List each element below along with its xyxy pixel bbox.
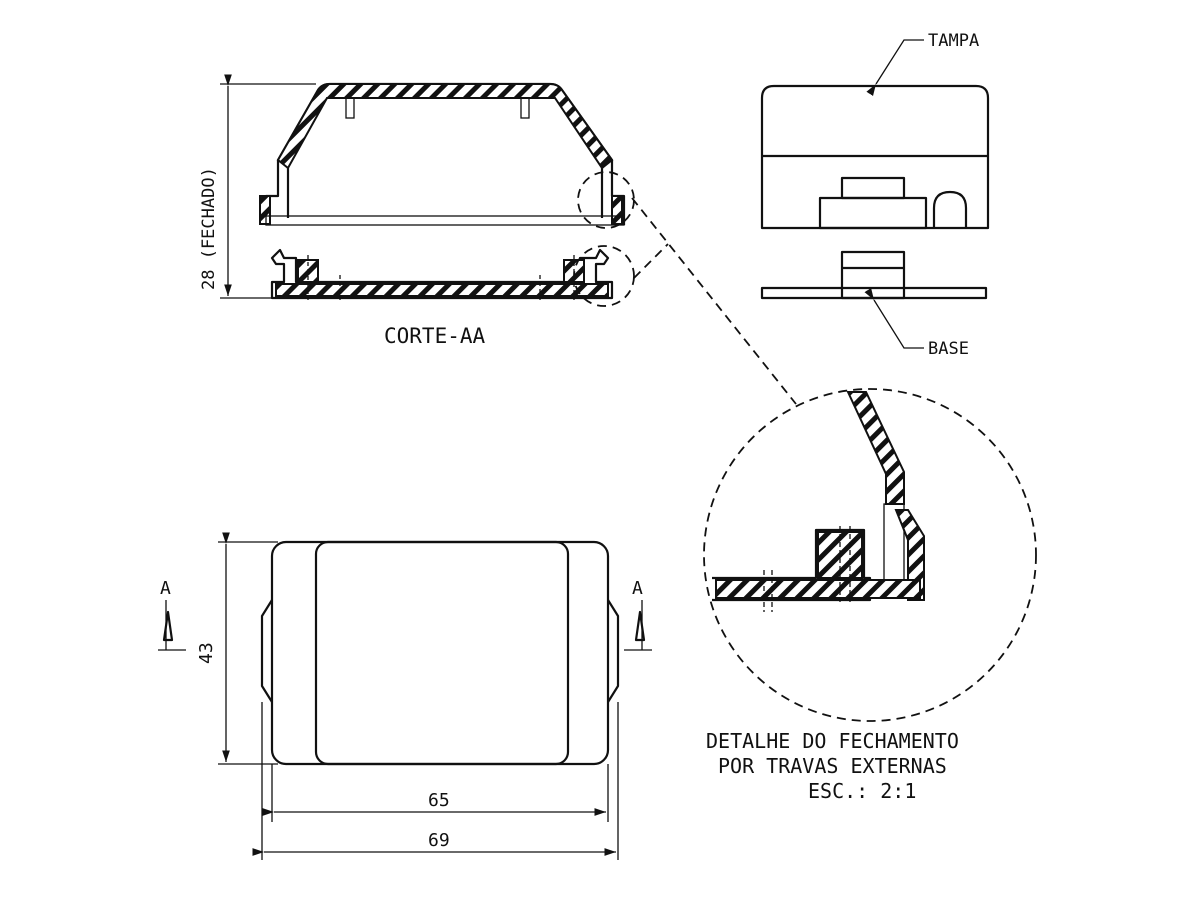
base-floor-hatch [275, 283, 609, 297]
length-69-label: 69 [428, 830, 450, 851]
top-view: A A 43 65 69 [158, 532, 652, 860]
detail-circle-large [703, 388, 1037, 722]
detail-circle-base [573, 245, 635, 307]
base-boss [840, 250, 906, 300]
side-view: TAMPA BASE [760, 31, 990, 359]
section-title: CORTE-AA [384, 324, 486, 348]
lid-left-tab [259, 195, 271, 225]
base-plate [760, 286, 988, 300]
tampa-label: TAMPA [928, 31, 979, 51]
length-65-label: 65 [428, 790, 450, 811]
height-dimension-label: 28 (FECHADO) [199, 167, 219, 290]
lid-wall-hatch [276, 83, 614, 170]
base-label: BASE [928, 339, 969, 359]
section-view-corte-aa: 28 (FECHADO) CORTE-AA [199, 74, 635, 348]
detail-caption-line1: DETALHE DO FECHAMENTO [706, 729, 959, 753]
detail-caption-line3: ESC.: 2:1 [808, 779, 916, 803]
closure-detail: DETALHE DO FECHAMENTO POR TRAVAS EXTERNA… [703, 388, 1037, 803]
width-43-label: 43 [196, 642, 217, 664]
lid-right-tab [611, 195, 623, 225]
section-marker-left: A [160, 578, 171, 599]
detail-caption-line2: POR TRAVAS EXTERNAS [718, 754, 947, 778]
detail-circle-lid [577, 171, 635, 229]
section-marker-right: A [632, 578, 643, 599]
